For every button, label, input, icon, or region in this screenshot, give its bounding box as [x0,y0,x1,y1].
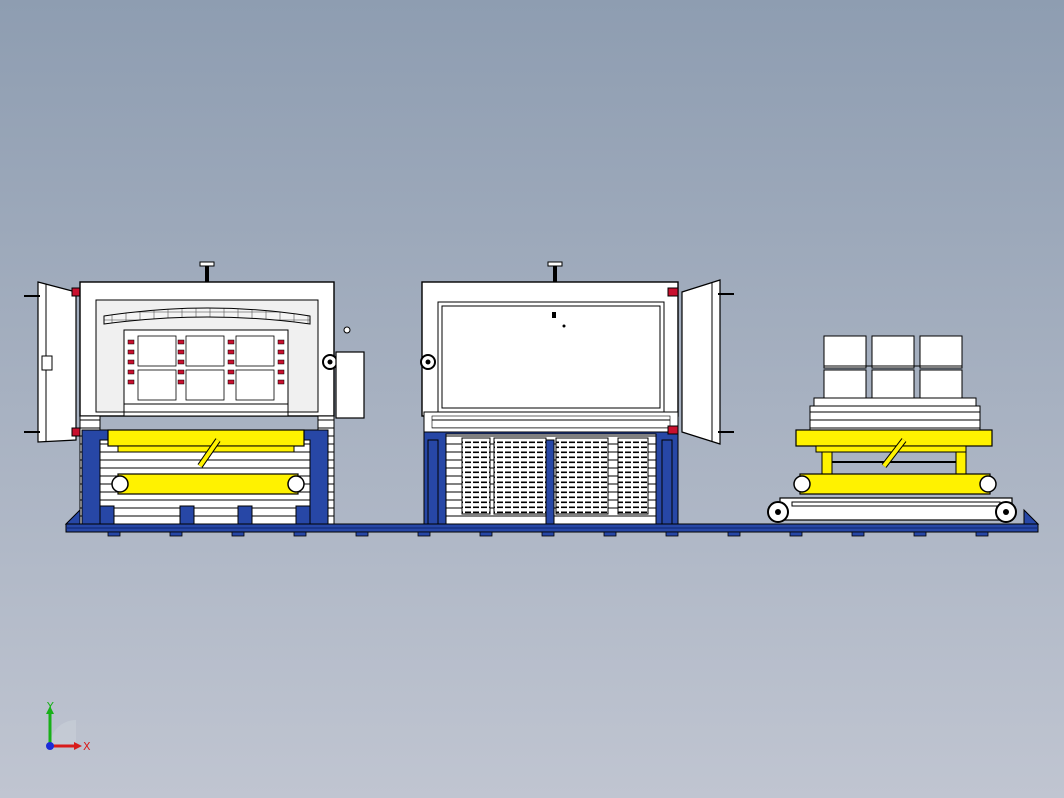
workpiece-blocks [823,335,963,399]
axis-triad: Y X [46,700,91,753]
vent-grilles [461,437,649,515]
trolley-wheels [767,501,1017,523]
heater-elements [127,339,285,385]
lift-table-left[interactable] [81,429,329,525]
y-axis-arrowhead [46,706,54,714]
furnace-left-door[interactable] [24,281,83,443]
x-axis-label: X [83,740,91,753]
x-axis-arrowhead [74,742,82,750]
furnace-right-door[interactable] [667,279,734,445]
furnace-right[interactable] [420,261,679,525]
transfer-trolley[interactable] [767,335,1017,523]
z-axis-marker [46,742,54,750]
y-axis-label: Y [46,700,54,713]
